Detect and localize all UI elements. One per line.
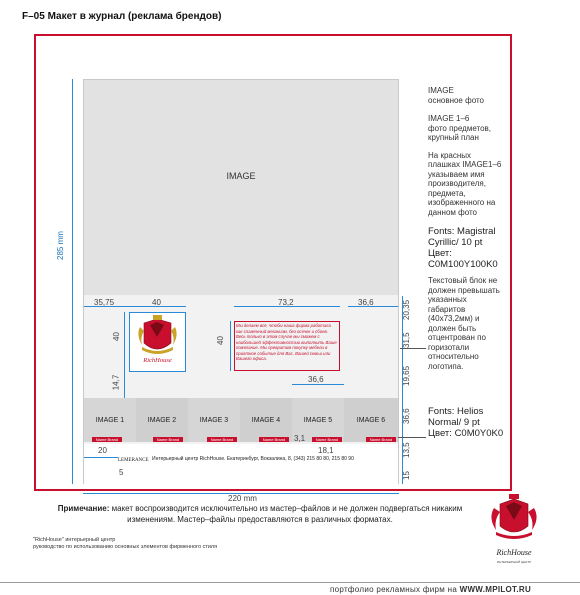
dim-text-width: 73,2: [278, 298, 294, 307]
dim-brand-gap: 3,1: [294, 434, 306, 443]
callout-line-footer: [398, 437, 426, 438]
dim-line-text-height: [230, 321, 231, 371]
thumbnail-6: IMAGE 6: [344, 398, 398, 442]
dim-gap-band: 19,65: [402, 365, 411, 386]
crest-logo-icon: [491, 494, 537, 539]
brand-tag: Name Brand: [153, 437, 183, 442]
brand-tag: Name Brand: [207, 437, 237, 442]
height-dimension-line: [72, 79, 73, 484]
brand-tag: Name Brand: [92, 437, 122, 442]
dim-top-offset: 20,35: [402, 299, 411, 320]
brand-tag: Name Brand: [366, 437, 396, 442]
dim-line-text-right: [348, 306, 398, 307]
body-copy-block: Мы делаем всё, чтобы наша фирма работала…: [234, 321, 340, 371]
footer-logo-text: LEMERANCE: [118, 458, 149, 463]
note-text-block: Текстовый блок не должен превышать указа…: [428, 276, 500, 371]
brand-wordmark: RichHouse: [496, 548, 532, 557]
dim-line-logo-width: [129, 306, 186, 307]
footnote-text: макет воспроизводится исключительно из м…: [109, 504, 463, 524]
logo-block: RichHouse: [129, 312, 186, 372]
dim-line-thumb-width: [292, 384, 344, 385]
portfolio-credit: портфолио рекламных фирм на WWW.MPILOT.R…: [330, 585, 532, 594]
brand-tag: Name Brand: [312, 437, 342, 442]
page-title: F–05 Макет в журнал (реклама брендов): [22, 11, 222, 22]
portfolio-link[interactable]: WWW.MPILOT.RU: [459, 585, 532, 594]
crest-logo-icon: [138, 315, 177, 354]
thumbnail-4: IMAGE 4: [240, 398, 292, 442]
dim-thumb-height: 36,6: [402, 408, 411, 424]
dim-brand-height: 13,5: [402, 442, 411, 458]
footer-bar: [84, 444, 398, 484]
note-fonts-footer: Fonts: Helios Normal/ 9 pt Цвет: C0M0Y0K…: [428, 406, 504, 439]
thumbnail-3: IMAGE 3: [199, 416, 229, 424]
dim-footer-left: 20: [98, 446, 107, 455]
thumbnail-2: IMAGE 2: [136, 398, 188, 442]
thumbnail-1: IMAGE 1: [95, 416, 125, 424]
footer-text: Интерьерный центр RichHouse. Екатеринбур…: [152, 456, 354, 462]
callout-line-text: [400, 348, 426, 349]
dim-thumb-width: 36,6: [308, 375, 324, 384]
dim-gap-below-logo: 14,7: [111, 374, 121, 391]
dim-block-height: 31,5: [402, 332, 411, 348]
dim-line-right-stack: [402, 296, 403, 484]
dim-text-right: 36,6: [358, 298, 374, 307]
dim-line-logo-left: [84, 306, 129, 307]
brand-subtitle: ИНТЕРЬЕРНЫЙ ЦЕНТР: [496, 560, 532, 564]
dim-line-gap-below-logo: [124, 372, 125, 398]
width-dimension-line: [83, 493, 399, 494]
dim-brand-width: 18,1: [318, 446, 334, 455]
dim-line-text-width: [234, 306, 340, 307]
note-image: IMAGE основное фото IMAGE 1–6 фото предм…: [428, 86, 502, 217]
dim-line-logo-height: [124, 312, 125, 372]
logo-wordmark: RichHouse: [143, 357, 172, 364]
footnote: Примечание: макет воспроизводится исключ…: [40, 503, 480, 525]
brand-tag: Name Brand: [259, 437, 289, 442]
dim-logo-left: 35,75: [94, 298, 115, 307]
dim-logo-height: 40: [111, 332, 121, 341]
dim-text-height: 40: [215, 336, 225, 345]
note-fonts-main: Fonts: Magistral Cyrillic/ 10 pt Цвет: C…: [428, 226, 498, 270]
footnote-label: Примечание:: [57, 504, 110, 513]
dim-logo-width: 40: [152, 298, 161, 307]
dim-bottom-margin: 15: [402, 471, 411, 480]
main-image-label: IMAGE: [226, 171, 256, 181]
brand-logo: RichHouse ИНТЕРЬЕРНЫЙ ЦЕНТР: [482, 492, 546, 570]
main-image-placeholder: [84, 80, 398, 295]
dim-line-footer-left: [84, 457, 118, 458]
dim-footer-logo-gap: 5: [119, 468, 124, 477]
thumbnail-5: IMAGE 5: [303, 416, 333, 424]
height-dimension-label: 285 mm: [56, 231, 65, 260]
layout-frame: [34, 34, 512, 491]
width-dimension-label: 220 mm: [228, 494, 257, 503]
credits: "RichHouse" интерьерный центр руководств…: [33, 537, 218, 550]
bottom-rule: [0, 582, 580, 583]
